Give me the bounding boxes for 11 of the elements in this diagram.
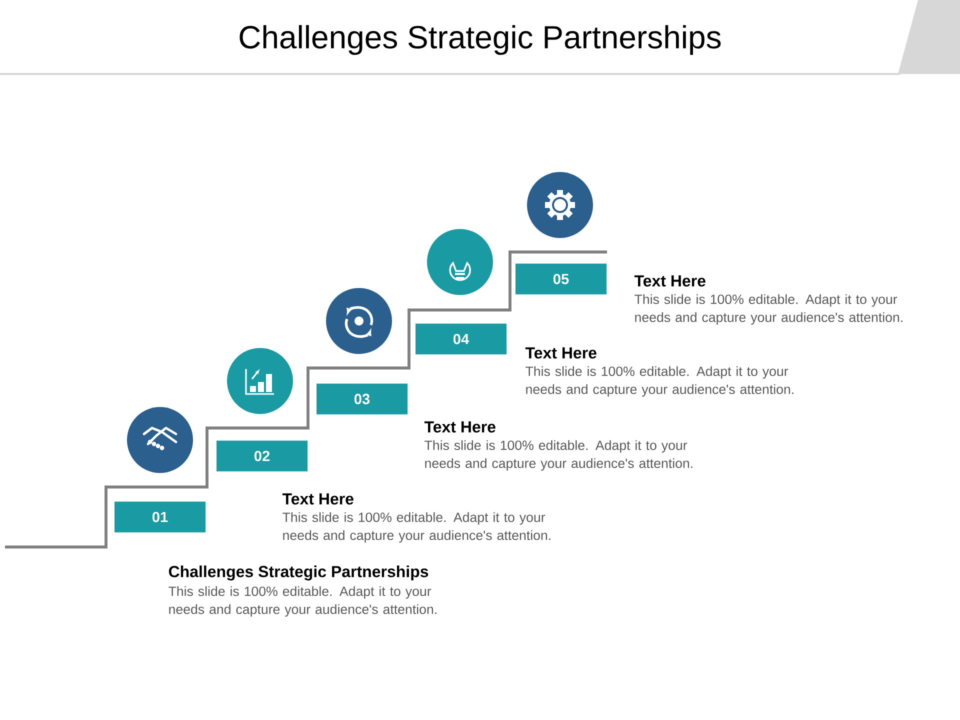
- description: This slide is 100% editable. Adapt it to your needs and capture your audience's attention.: [282, 512, 550, 543]
- description: This slide is 100% editable. Adapt it to your needs and capture your audience's attention.: [634, 294, 902, 325]
- description: This slide is 100% editable. Adapt it to your needs and capture your audience's attention.: [526, 366, 794, 397]
- step-number-box: 05: [516, 264, 606, 294]
- step-number-box: 04: [416, 324, 506, 354]
- step-number-box: 02: [216, 440, 308, 472]
- step-number-box: 01: [114, 502, 206, 532]
- description: This slide is 100% editable. Adapt it to your needs and capture your audience's attention.: [168, 586, 436, 617]
- title: Challenges Strategic Partnerships: [240, 25, 721, 55]
- step-number-box: 03: [316, 384, 408, 414]
- description: This slide is 100% editable. Adapt it to your needs and capture your audience's attention.: [424, 440, 692, 471]
